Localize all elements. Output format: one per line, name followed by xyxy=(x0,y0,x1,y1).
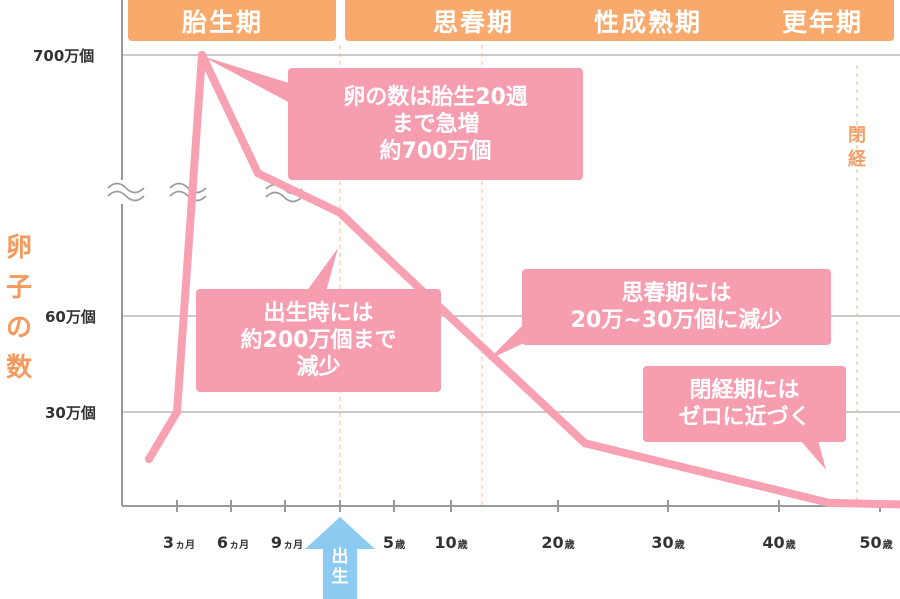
x-tick-unit: ヵ月 xyxy=(283,540,304,551)
data-point xyxy=(825,498,833,507)
phase-label-menopause: 更年期 xyxy=(782,7,864,37)
data-point xyxy=(254,169,262,178)
x-tick-unit: 歳 xyxy=(395,540,406,551)
callout-peak-line: まで急増 xyxy=(391,111,480,137)
x-tick-num: 5 xyxy=(382,533,395,552)
callout-peak-pointer xyxy=(202,56,292,104)
callout-puberty: 思春期には 20万~30万個に減少 xyxy=(522,269,831,345)
x-tick-num: 6 xyxy=(216,533,229,552)
x-tick-num: 50 xyxy=(859,533,882,552)
data-point xyxy=(336,208,344,217)
callout-puberty-pointer xyxy=(488,322,526,360)
x-tick-num: 20 xyxy=(541,533,564,552)
y-tick-60man: 60万個 xyxy=(45,308,96,326)
x-tick-unit: 歳 xyxy=(564,540,575,551)
axis-break-wave xyxy=(169,190,207,202)
x-tick-num: 3 xyxy=(162,533,175,552)
x-tick-unit: ヵ月 xyxy=(175,540,196,551)
axis-break-wave xyxy=(107,182,145,194)
menopause-marker: 閉 経 xyxy=(845,124,869,172)
callout-birth: 出生時には 約200万個まで 減少 xyxy=(196,289,441,392)
birth-arrow-shape xyxy=(305,517,375,599)
data-point xyxy=(145,455,153,463)
callout-menopause-line: ゼロに近づく xyxy=(678,405,811,430)
y-axis-title-char: 卵 xyxy=(5,233,32,263)
callout-birth-line: 出生時には xyxy=(263,301,374,326)
birth-arrow-icon xyxy=(305,517,375,599)
data-point xyxy=(390,260,398,269)
x-tick-label: 30歳 xyxy=(651,533,684,552)
y-axis-title: 卵 子 の 数 xyxy=(2,228,36,388)
x-tick-num: 30 xyxy=(651,533,674,552)
axis-break-wave xyxy=(265,191,303,203)
axis-break-icon xyxy=(106,180,146,204)
birth-marker-label: 出 生 xyxy=(325,547,355,587)
data-point xyxy=(896,500,900,509)
axis-break-icon xyxy=(168,180,208,204)
callout-birth-line: 減少 xyxy=(296,355,341,380)
callout-peak: 卵の数は胎生20週 まで急増 約700万個 xyxy=(288,68,583,180)
menopause-marker-char: 閉 xyxy=(848,125,866,146)
x-tick-unit: 歳 xyxy=(674,540,685,551)
axis-break-wave xyxy=(169,182,207,194)
x-tick-num: 10 xyxy=(434,533,457,552)
ovum-count-points xyxy=(145,51,900,509)
callout-puberty-line: 20万~30万個に減少 xyxy=(570,308,783,333)
callout-birth-pointer xyxy=(306,248,338,292)
axis-frame xyxy=(121,0,900,507)
x-tick-num: 9 xyxy=(270,533,283,552)
callout-menopause-line: 閉経期には xyxy=(689,378,800,403)
x-tick-num: 40 xyxy=(762,533,785,552)
callout-peak-line: 卵の数は胎生20週 xyxy=(343,84,528,110)
y-tick-30man: 30万個 xyxy=(45,404,96,422)
x-tick-label: 9ヵ月 xyxy=(271,533,303,552)
x-axis-ticks xyxy=(176,500,881,512)
data-point xyxy=(173,408,181,416)
phase-bar-later: 思春期 性成熟期 更年期 xyxy=(345,0,894,41)
x-tick-unit: 歳 xyxy=(457,540,468,551)
x-tick-label: 10歳 xyxy=(434,533,467,552)
x-tick-label: 3ヵ月 xyxy=(163,533,195,552)
phase-label-maturity: 性成熟期 xyxy=(594,7,703,37)
phase-label-fetal: 胎生期 xyxy=(182,7,264,37)
callout-birth-line: 約200万個まで xyxy=(240,328,397,353)
axis-break-marks xyxy=(106,180,304,205)
birth-marker-char: 生 xyxy=(331,567,349,587)
menopause-marker-char: 経 xyxy=(848,149,866,170)
x-tick-unit: 歳 xyxy=(785,540,796,551)
callout-puberty-line: 思春期には xyxy=(621,281,732,306)
callout-menopause-pointer xyxy=(800,440,826,470)
y-axis-title-char: の xyxy=(5,313,32,343)
y-axis-title-char: 数 xyxy=(5,353,32,383)
birth-marker-char: 出 xyxy=(331,547,349,567)
phase-label-puberty: 思春期 xyxy=(433,7,515,37)
y-tick-700man: 700万個 xyxy=(33,47,95,65)
x-tick-unit: ヵ月 xyxy=(229,540,250,551)
x-tick-label: 20歳 xyxy=(541,533,574,552)
callout-peak-line: 約700万個 xyxy=(379,138,492,164)
data-point xyxy=(581,439,589,448)
axis-break-wave xyxy=(107,190,145,202)
x-tick-label: 40歳 xyxy=(762,533,795,552)
period-dividers xyxy=(339,45,858,505)
phase-bar-fetal: 胎生期 xyxy=(128,0,336,41)
x-tick-label: 50歳 xyxy=(859,533,892,552)
y-axis-title-char: 子 xyxy=(5,273,32,303)
callout-pointers xyxy=(202,56,826,470)
callout-menopause: 閉経期には ゼロに近づく xyxy=(643,366,846,442)
x-tick-unit: 歳 xyxy=(882,540,893,551)
x-tick-label: 6ヵ月 xyxy=(217,533,249,552)
data-point xyxy=(198,51,206,59)
x-tick-label: 5歳 xyxy=(383,533,405,552)
